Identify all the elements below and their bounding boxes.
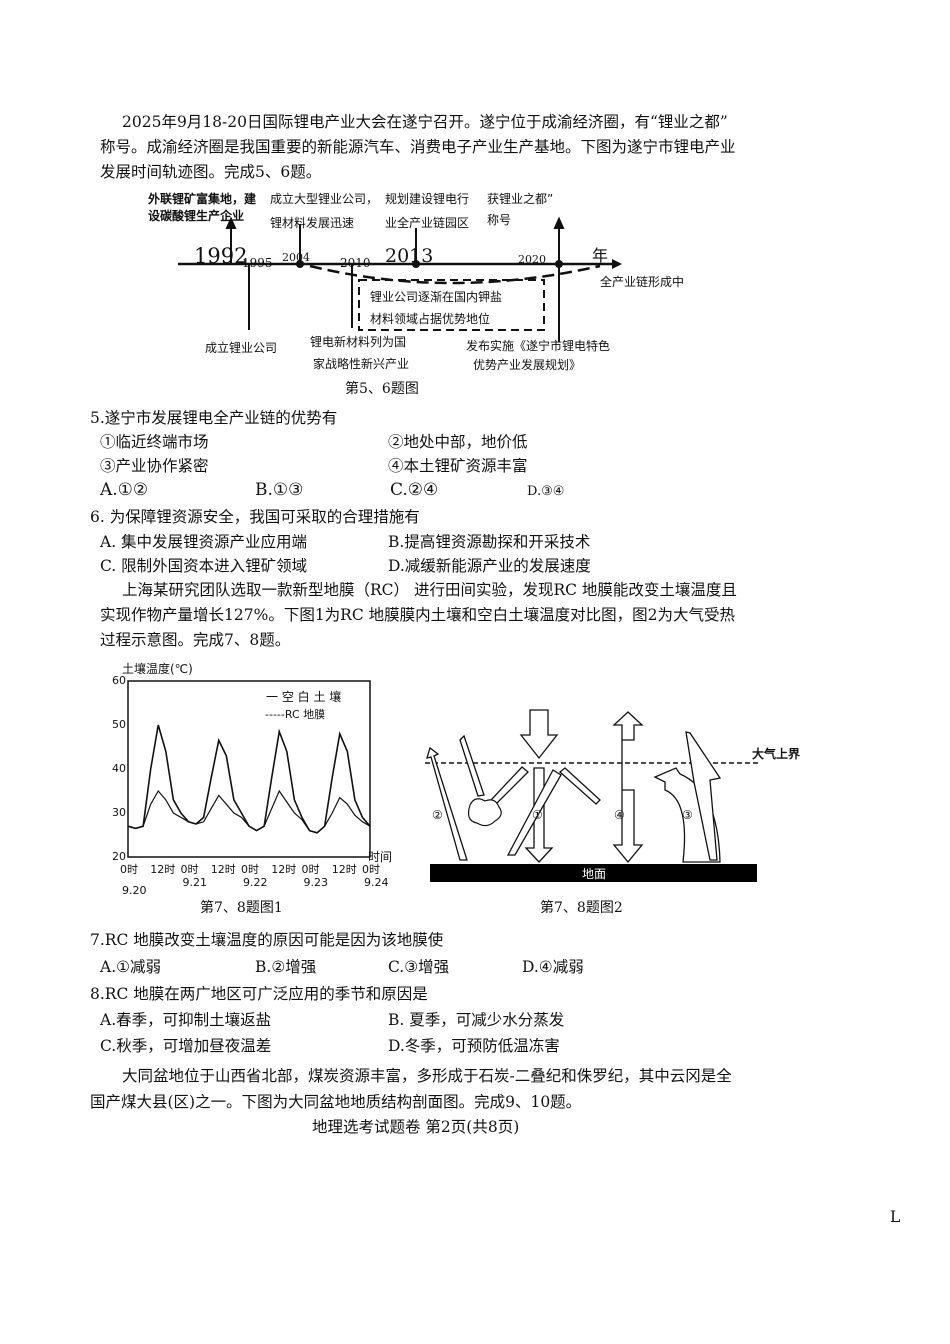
year-2013: 2013 [385,245,434,267]
event-text: 成立锂业公司 [205,341,278,355]
figure2-caption: 第7、8题图2 [540,900,623,916]
x-tick-time: 0时 [362,863,380,876]
q5-option-c[interactable]: C.②④ [390,480,439,500]
box-text: 锂业公司逐渐在国内钾盐 [370,290,503,304]
event-text: 锂电新材料列为国 [310,335,407,349]
event-text: 成立大型锂业公司， [270,192,379,206]
x-tick-date: 9.24 [364,876,389,889]
x-tick-date: 9.21 [182,876,208,889]
q8-stem: 8.RC 地膜在两广地区可广泛应用的季节和原因是 [90,985,428,1003]
q8-option-a[interactable]: A.春季，可抑制土壤返盐 [100,1011,272,1029]
q5-item: ②地处中部，地价低 [388,433,528,451]
legend-blank: 一 空 白 土 壤 [266,690,342,704]
mark-4: ④ [614,808,625,822]
year-2020: 2020 [518,253,546,266]
x-tick-time: 12时 [271,863,297,876]
y-tick: 60 [112,674,126,687]
event-text: 获锂业之都” [487,192,554,206]
axis-year-label: 年 [592,246,609,265]
intro1-line1: 2025年9月18-20日国际锂电产业大会在遂宁召开。遂宁位于成渝经济圈，有“锂… [122,113,728,131]
q7-option-b[interactable]: B.②增强 [255,958,317,976]
year-2010: 2010 [340,256,371,270]
q5-item: ①临近终端市场 [100,433,209,451]
intro2-line3: 过程示意图。完成7、8题。 [100,631,291,649]
diagram-arrows [425,709,758,882]
q5-option-d[interactable]: D.③④ [527,484,565,499]
q7-option-a[interactable]: A.①减弱 [100,958,162,976]
event-text: 规划建设锂电行 [385,192,470,206]
x-tick-date: 9.22 [243,876,268,889]
q8-option-d[interactable]: D.冬季，可预防低温冻害 [388,1037,560,1055]
year-1992: 1992 [194,244,248,268]
box-text: 材料领域占据优势地位 [370,312,491,326]
q8-option-b[interactable]: B. 夏季，可减少水分蒸发 [388,1011,565,1029]
chart-plot [127,680,371,858]
y-tick: 20 [112,850,126,863]
q6-stem: 6. 为保障锂资源安全，我国可采取的合理措施有 [90,508,420,526]
timeline-lines [178,216,622,342]
intro2-line2: 实现作物产量增长127%。下图1为RC 地膜膜内土壤和空白土壤温度对比图，图2为… [100,606,735,624]
q7-stem: 7.RC 地膜改变土壤温度的原因可能是因为该地膜使 [90,931,444,949]
corner-mark: L [890,1208,901,1226]
year-1995: 1995 [242,256,273,270]
x-tick-date: 9.20 [122,884,147,897]
q6-option-a[interactable]: A. 集中发展锂资源产业应用端 [100,533,308,551]
intro1-line3: 发展时间轨迹图。完成5、6题。 [100,163,322,181]
q7-option-c[interactable]: C.③增强 [388,958,450,976]
x-tick-date: 9.23 [303,876,329,889]
x-tick-time: 0时 [180,863,199,876]
mark-1: ① [532,808,543,822]
q6-option-b[interactable]: B.提高锂资源勘探和开采技术 [388,533,591,551]
event-text: 锂材料发展迅速 [270,216,355,230]
curve-label: 全产业链形成中 [600,275,685,289]
page-footer: 地理选考试题卷 第2页(共8页) [312,1118,520,1136]
x-tick-time: 12时 [331,863,357,876]
legend-rc: -----RC 地膜 [265,708,326,721]
x-axis-label: 时间 [368,850,393,864]
y-tick: 40 [112,762,126,775]
q8-option-c[interactable]: C.秋季，可增加昼夜温差 [100,1037,272,1055]
x-tick-time: 0时 [120,863,138,876]
event-text: 优势产业发展规划》 [473,358,582,372]
q7-option-d[interactable]: D.④减弱 [522,958,584,976]
atmosphere-top-label: 大气上界 [752,747,801,761]
intro1-line2: 称号。成渝经济圈是我国重要的新能源汽车、消费电子产业生产基地。下图为遂宁市锂电产… [100,138,736,156]
figure1-caption: 第7、8题图1 [200,900,283,916]
series-line-1 [127,789,371,834]
x-tick-time: 0时 [301,863,320,876]
y-tick: 50 [112,718,126,731]
q6-option-c[interactable]: C. 限制外国资本进入锂矿领域 [100,557,308,575]
event-text: 发布实施《遂宁市锂电特色 [466,339,611,353]
x-tick-time: 12时 [150,863,176,876]
event-text: 家战略性新兴产业 [313,357,410,371]
q5-option-b[interactable]: B.①③ [255,480,304,500]
event-text: 外联锂矿富集地，建 [148,192,257,206]
intro3-line2: 国产煤大县(区)之一。下图为大同盆地地质结构剖面图。完成9、10题。 [90,1093,582,1111]
intro3-line1: 大同盆地位于山西省北部，煤炭资源丰富，多形成于石炭-二叠纪和侏罗纪，其中云冈是全 [122,1067,732,1085]
y-axis-label: 土壤温度(℃) [122,662,193,676]
mark-2: ② [432,808,443,822]
x-tick-time: 12时 [210,863,236,876]
year-2004: 2004 [282,251,310,264]
intro2-line1: 上海某研究团队选取一款新型地膜（RC） 进行田间实验，发现RC 地膜能改变土壤温… [122,581,737,599]
ground-label: 地面 [582,867,607,881]
q5-option-a[interactable]: A.①② [100,480,149,500]
q6-option-d[interactable]: D.减缓新能源产业的发展速度 [388,557,591,575]
x-tick-time: 0时 [241,863,259,876]
q5-item: ④本土锂矿资源丰富 [388,457,528,475]
figure-caption: 第5、6题图 [345,381,419,397]
event-text: 称号 [487,213,512,227]
q5-stem: 5.遂宁市发展锂电全产业链的优势有 [90,409,338,427]
mark-3: ③ [682,808,693,822]
y-tick: 30 [112,806,126,819]
q5-item: ③产业协作紧密 [100,457,209,475]
event-text: 设碳酸锂生产企业 [148,209,245,223]
event-text: 业全产业链园区 [385,216,470,230]
